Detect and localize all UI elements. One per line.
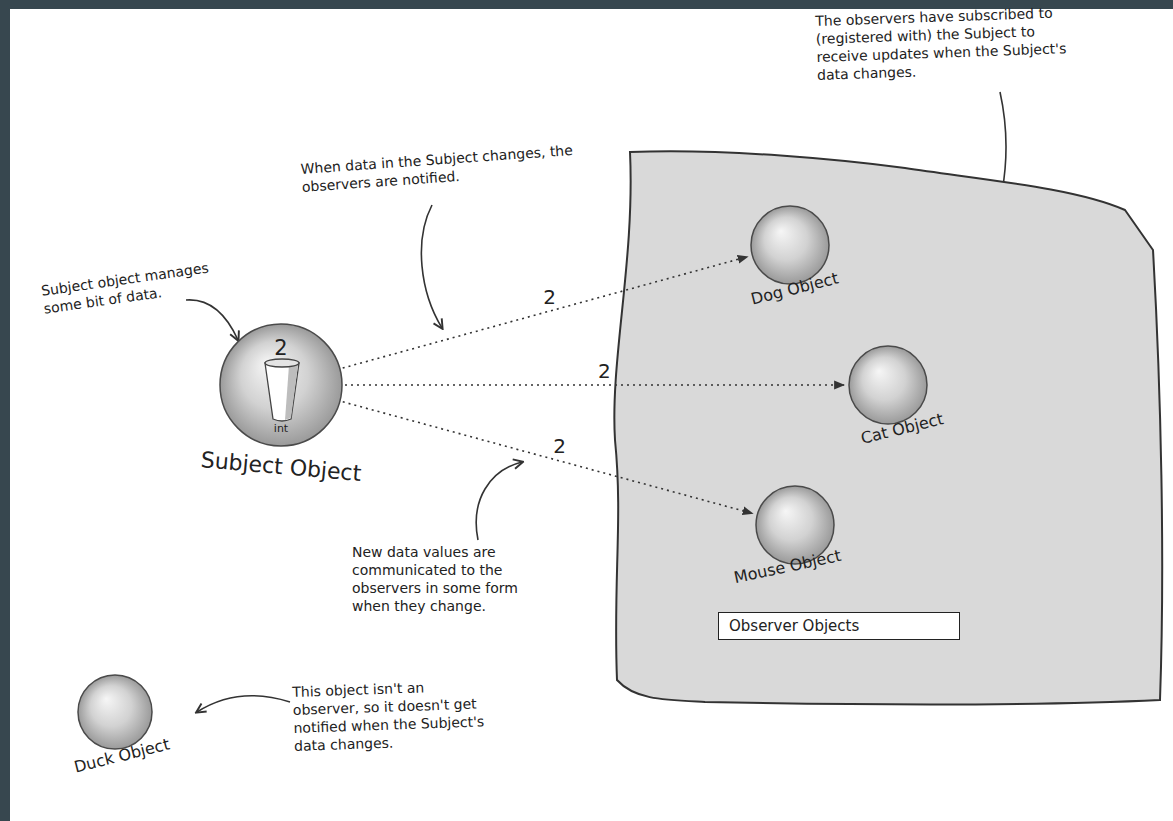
edge-value: 2: [543, 286, 556, 308]
leader-arrow: [186, 300, 238, 340]
sphere-outline: [77, 674, 153, 750]
notify-connector: [343, 402, 753, 514]
observer-object: Cat Object: [848, 345, 928, 425]
annotation-note: When data in the Subject changes, the ob…: [300, 140, 592, 196]
notify-connector: [345, 384, 844, 386]
edge-value: 2: [553, 435, 566, 457]
edge-value: 2: [598, 360, 611, 382]
leader-arrow: [197, 696, 290, 712]
sphere: [78, 675, 152, 749]
annotation-note: The observers have subscribed to (regist…: [815, 3, 1085, 84]
cup-symbol: [265, 359, 299, 421]
annotation-note: New data values are communicated to the …: [352, 543, 534, 615]
object-label: Subject Object: [186, 445, 376, 489]
sphere: [220, 324, 342, 446]
cup-shade: [285, 365, 298, 420]
plain-object: Duck Object: [77, 674, 153, 750]
frame-strip: [0, 0, 10, 821]
data-value: 2: [219, 335, 343, 361]
data-type: int: [219, 422, 343, 436]
observer-object: Mouse Object: [755, 485, 835, 565]
leader-arrow: [421, 205, 442, 328]
sphere: [849, 346, 927, 424]
annotation-note: Subject object manages some bit of data.: [40, 256, 231, 318]
leader-arrow: [476, 462, 522, 540]
cup-rim: [265, 359, 299, 367]
sphere-outline: [848, 345, 928, 425]
observer-object: Dog Object: [750, 205, 830, 285]
group-blob: [614, 151, 1162, 704]
subject-object: 2intSubject Object: [219, 323, 343, 447]
notify-connector: [343, 257, 748, 368]
cup-body: [265, 363, 299, 421]
observer-group: Observer Objects Dog ObjectCat ObjectMous…: [605, 140, 1165, 710]
group-label: Observer Objects: [718, 612, 960, 640]
annotation-note: This object isn't an observer, so it doe…: [292, 676, 490, 755]
